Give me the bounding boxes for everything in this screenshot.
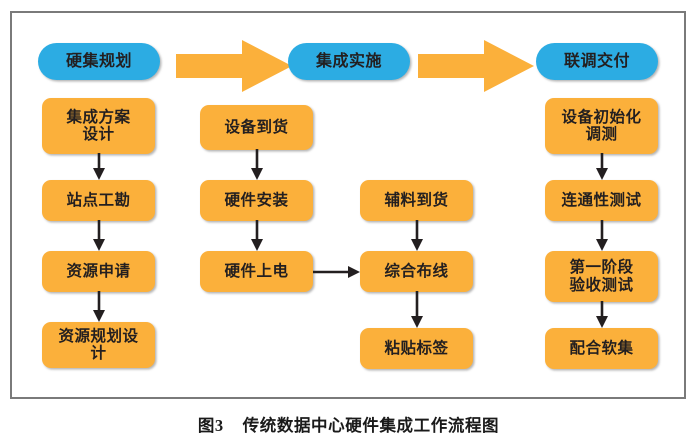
phase-label-planning: 硬集规划 [65,52,132,70]
node-label: 综合布线 [384,262,449,280]
node-label: 资源规划设 计 [58,327,139,362]
conn-poweron-to-cabling-arrow-icon [313,266,360,278]
node-resource-plan-design[interactable]: 资源规划设 计 [42,322,155,368]
node-label: 连通性测试 [561,191,642,209]
phase-box-planning[interactable]: 硬集规划 [38,43,160,80]
phase-label-delivery: 联调交付 [563,52,630,70]
node-phase1-acceptance[interactable]: 第一阶段 验收测试 [545,251,658,302]
node-connectivity-test[interactable]: 连通性测试 [545,180,658,221]
conn-install-to-poweron-arrow-icon [251,220,263,251]
flowchart-canvas: 硬集规划 集成实施 联调交付 集成方案 设计 站点工勘 资源申请 [38,40,658,369]
node-hardware-poweron[interactable]: 硬件上电 [200,251,313,292]
node-label: 配合软集 [569,339,634,357]
conn-request-to-resource-plan-arrow-icon [93,291,105,322]
conn-acceptance-to-software-arrow-icon [596,301,608,328]
node-label: 集成方案 设计 [66,108,131,143]
phase-box-delivery[interactable]: 联调交付 [536,43,658,80]
node-label: 设备初始化 调测 [561,108,642,143]
node-device-init-test[interactable]: 设备初始化 调测 [545,98,658,154]
node-attach-labels[interactable]: 粘贴标签 [360,328,473,369]
node-label: 硬件安装 [224,191,289,209]
node-label: 资源申请 [66,262,131,280]
node-label: 硬件上电 [224,262,289,280]
phase-box-integration[interactable]: 集成实施 [288,43,410,80]
node-label: 站点工勘 [66,191,131,209]
node-consumables-arrival[interactable]: 辅料到货 [360,180,473,221]
conn-arrival-to-install-arrow-icon [251,149,263,180]
node-label: 第一阶段 验收测试 [569,259,634,294]
node-hardware-install[interactable]: 硬件安装 [200,180,313,221]
conn-plan-design-to-survey-arrow-icon [93,153,105,180]
node-integration-plan-design[interactable]: 集成方案 设计 [42,98,155,154]
node-equipment-arrival[interactable]: 设备到货 [200,105,313,150]
stage-arrow-2-icon [418,40,534,92]
conn-consumables-to-cabling-arrow-icon [411,220,423,251]
figure-caption: 图3 传统数据中心硬件集成工作流程图 [197,416,500,435]
node-label: 设备到货 [224,118,289,136]
node-structured-cabling[interactable]: 综合布线 [360,251,473,292]
conn-connectivity-to-acceptance-arrow-icon [596,220,608,251]
node-label: 辅料到货 [384,191,449,209]
conn-init-to-connectivity-arrow-icon [596,153,608,180]
node-site-survey[interactable]: 站点工勘 [42,180,155,221]
node-support-software[interactable]: 配合软集 [545,328,658,369]
node-label: 粘贴标签 [384,339,449,357]
stage-arrow-1-icon [176,40,292,92]
conn-survey-to-request-arrow-icon [93,220,105,251]
conn-cabling-to-labels-arrow-icon [411,291,423,328]
node-resource-request[interactable]: 资源申请 [42,251,155,292]
phase-label-integration: 集成实施 [315,52,382,70]
